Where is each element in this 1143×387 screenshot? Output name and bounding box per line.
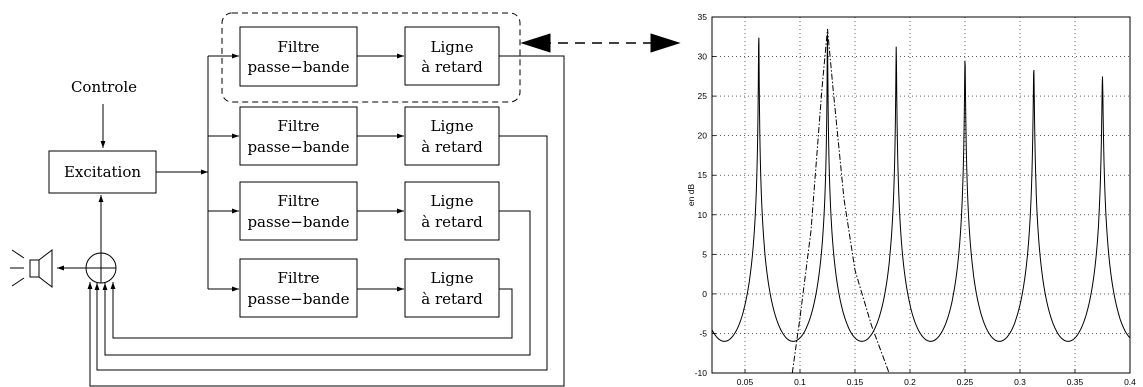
delay-3-line1: Ligne bbox=[431, 192, 474, 210]
filter-1-line1: Filtre bbox=[277, 38, 319, 56]
delay-1-line1: Ligne bbox=[431, 38, 474, 56]
block-diagram: Controle Excitation Filtre passe−bande L… bbox=[10, 12, 681, 387]
y-tick-label: 25 bbox=[698, 91, 708, 101]
y-tick-label: -10 bbox=[695, 368, 708, 378]
x-tick-label: 0.15 bbox=[847, 377, 864, 387]
filter-4-line1: Filtre bbox=[277, 269, 319, 287]
x-tick-label: 0.25 bbox=[957, 377, 974, 387]
filter-2-line2: passe−bande bbox=[247, 138, 349, 156]
y-tick-label: 30 bbox=[698, 52, 708, 62]
filter-3-line1: Filtre bbox=[277, 192, 319, 210]
feedback-path-3 bbox=[102, 210, 531, 356]
frequency-response-chart: 0.05 0.1 0.15 0.2 0.25 0.3 0.35 0.4 35 30 25 20 15 10… bbox=[686, 12, 1136, 387]
filter-1-line2: passe−bande bbox=[247, 58, 349, 76]
y-tick-label: -5 bbox=[699, 328, 707, 338]
series-bandpass-response bbox=[791, 28, 890, 374]
x-tick-label: 0.2 bbox=[904, 377, 916, 387]
summing-junction-icon bbox=[85, 252, 117, 284]
filter-4-line2: passe−bande bbox=[247, 290, 349, 308]
delay-box-4 bbox=[404, 258, 500, 318]
delay-4-line2: à retard bbox=[421, 290, 483, 308]
y-tick-label: 0 bbox=[702, 289, 707, 299]
speaker-icon bbox=[10, 248, 53, 289]
chart-grid bbox=[712, 17, 1130, 373]
y-tick-label: 35 bbox=[698, 12, 708, 22]
chart-series bbox=[711, 28, 1131, 374]
delay-4-line1: Ligne bbox=[431, 269, 474, 287]
delay-2-line2: à retard bbox=[421, 138, 483, 156]
y-tick-label: 10 bbox=[698, 210, 708, 220]
feedback-path-2 bbox=[94, 135, 548, 371]
series-comb-response bbox=[711, 34, 1131, 342]
filter-box-4 bbox=[239, 258, 358, 318]
x-tick-label: 0.1 bbox=[794, 377, 806, 387]
delay-3-line2: à retard bbox=[421, 213, 483, 231]
control-label: Controle bbox=[71, 78, 137, 96]
chart-ticks: 0.05 0.1 0.15 0.2 0.25 0.3 0.35 0.4 35 30 25 20 15 10… bbox=[695, 12, 1136, 387]
feedback-path-4 bbox=[110, 282, 513, 339]
link-arrowhead-right bbox=[650, 33, 681, 53]
x-tick-label: 0.4 bbox=[1124, 377, 1136, 387]
delay-box-2 bbox=[404, 106, 500, 166]
filter-box-3 bbox=[239, 181, 358, 241]
y-axis-label: en dB bbox=[686, 184, 696, 207]
x-tick-label: 0.35 bbox=[1067, 377, 1084, 387]
y-tick-label: 5 bbox=[702, 249, 707, 259]
y-tick-label: 20 bbox=[698, 131, 708, 141]
feedback-path-1 bbox=[87, 55, 565, 387]
excitation-label: Excitation bbox=[64, 163, 141, 181]
filter-2-line1: Filtre bbox=[277, 117, 319, 135]
chart-frame bbox=[711, 16, 1131, 374]
x-tick-label: 0.05 bbox=[737, 377, 754, 387]
filter-box-1 bbox=[239, 26, 358, 87]
delay-box-1 bbox=[404, 26, 500, 86]
delay-2-line1: Ligne bbox=[431, 117, 474, 135]
filter-3-line2: passe−bande bbox=[247, 213, 349, 231]
delay-1-line2: à retard bbox=[421, 58, 483, 76]
delay-box-3 bbox=[404, 181, 500, 241]
y-tick-label: 15 bbox=[698, 170, 708, 180]
x-tick-label: 0.3 bbox=[1014, 377, 1026, 387]
link-arrowhead-left bbox=[520, 33, 551, 53]
filter-box-2 bbox=[239, 106, 358, 166]
